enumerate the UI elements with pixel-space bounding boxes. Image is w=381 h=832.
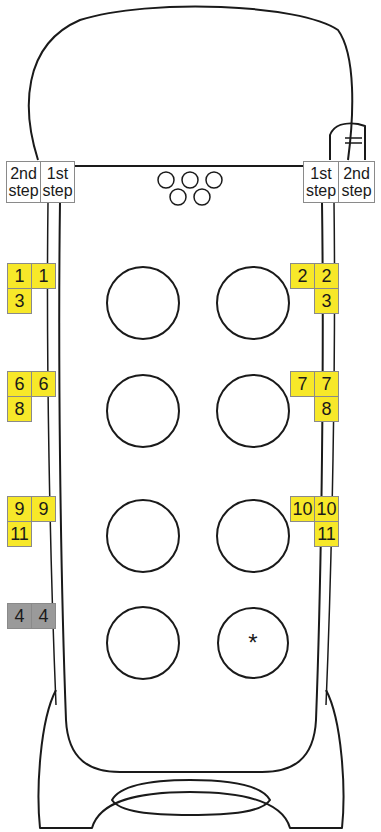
step-header: 1st step	[40, 161, 75, 203]
button-circle: *	[217, 607, 289, 679]
node-text: 3	[14, 291, 24, 311]
node-text: 4	[14, 606, 24, 626]
node-text: 8	[321, 399, 331, 419]
callout-number: 1	[31, 263, 56, 289]
clip-detail	[345, 138, 362, 143]
node-text: 9	[38, 499, 48, 519]
node-text: 6	[38, 374, 48, 394]
button-circles	[107, 267, 289, 679]
node-text: 1	[38, 266, 48, 286]
callout-number: 6	[7, 371, 32, 397]
node-text: 3	[321, 291, 331, 311]
callout-number: 8	[314, 396, 339, 422]
node-text: 4	[38, 606, 48, 626]
node-text: 1	[14, 266, 24, 286]
node-text: 2	[297, 266, 307, 286]
callout-number: 3	[7, 288, 32, 314]
node-text: 1st step	[42, 165, 73, 199]
node-text: 6	[14, 374, 24, 394]
remote-body	[59, 202, 323, 772]
cap-clip	[330, 123, 365, 160]
remote-cap	[29, 7, 352, 160]
body-top-edge	[75, 165, 303, 167]
node-text: 8	[14, 399, 24, 419]
step-header: 2nd step	[338, 161, 375, 203]
step-header: 2nd step	[6, 161, 41, 203]
body-rim	[47, 202, 334, 705]
callout-number: 8	[7, 396, 32, 422]
callout-number: 4	[7, 603, 32, 629]
node-text: 2nd step	[340, 165, 373, 199]
callout-number: 9	[7, 496, 32, 522]
node-text: 11	[10, 524, 29, 544]
callout-number: 10	[314, 496, 339, 522]
callout-number: 2	[290, 263, 315, 289]
callout-number: 1	[7, 263, 32, 289]
callout-number: 11	[314, 521, 339, 547]
node-text: 9	[14, 499, 24, 519]
remote-stand	[39, 690, 344, 828]
step-header: 1st step	[303, 161, 339, 203]
node-text: 1st step	[305, 165, 337, 199]
callout-number: 10	[290, 496, 315, 522]
callout-number: 7	[314, 371, 339, 397]
node-text: 2	[321, 266, 331, 286]
callout-number: 3	[314, 288, 339, 314]
callout-number: 4	[31, 603, 56, 629]
callout-number: 9	[31, 496, 56, 522]
stand-slot	[112, 780, 270, 815]
callout-number: 2	[314, 263, 339, 289]
node-text: 7	[321, 374, 331, 394]
node-text: 10	[316, 499, 336, 519]
node-text: 10	[292, 499, 312, 519]
node-text: 2nd step	[8, 165, 39, 199]
node-text: 11	[317, 524, 336, 544]
node-text: *	[248, 629, 257, 657]
node-text: 7	[297, 374, 307, 394]
callout-number: 7	[290, 371, 315, 397]
callout-number: 11	[7, 521, 32, 547]
callout-number: 6	[31, 371, 56, 397]
led-dots	[158, 172, 222, 205]
